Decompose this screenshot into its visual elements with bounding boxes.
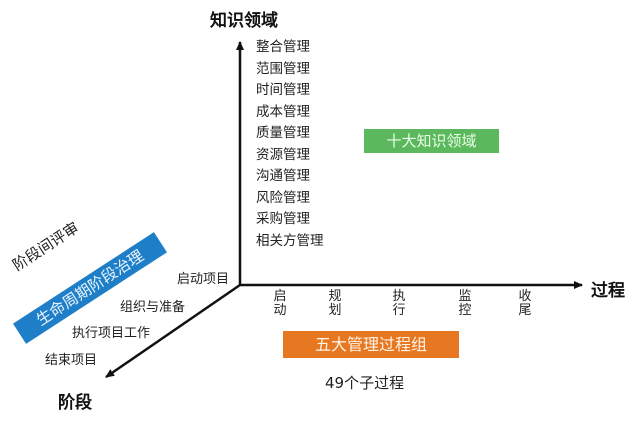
knowledge-area-item: 资源管理 [256,146,310,163]
vertical-axis-label: 知识领域 [210,11,278,31]
knowledge-area-item: 采购管理 [256,211,310,227]
phase-item: 执行项目工作 [72,326,151,341]
knowledge-area-item: 范围管理 [256,60,310,77]
knowledge-areas-box: 十大知识领域 [364,129,499,153]
knowledge-area-item: 相关方管理 [256,232,324,249]
knowledge-area-item: 整合管理 [256,39,310,55]
process-group-item: 启动 [273,289,287,318]
knowledge-area-item: 成本管理 [256,103,310,120]
diagonal-axis-label: 阶段 [58,393,92,413]
phase-item: 结束项目 [45,353,98,368]
knowledge-area-item: 时间管理 [256,82,310,98]
knowledge-area-item: 风险管理 [256,189,310,206]
sub-process-count: 49个子过程 [325,374,405,392]
process-group-item: 执行 [392,289,406,318]
diagonal-axis [105,283,241,379]
process-group-item: 监控 [458,289,472,318]
knowledge-area-item: 沟通管理 [256,168,310,184]
process-groups-box: 五大管理过程组 [283,331,459,358]
process-group-item: 规划 [328,289,342,318]
phase-item: 启动项目 [177,272,230,287]
phase-item: 组织与准备 [120,300,186,315]
process-group-item: 收尾 [518,289,532,318]
horizontal-axis-label: 过程 [591,281,625,301]
knowledge-area-item: 质量管理 [256,125,310,141]
